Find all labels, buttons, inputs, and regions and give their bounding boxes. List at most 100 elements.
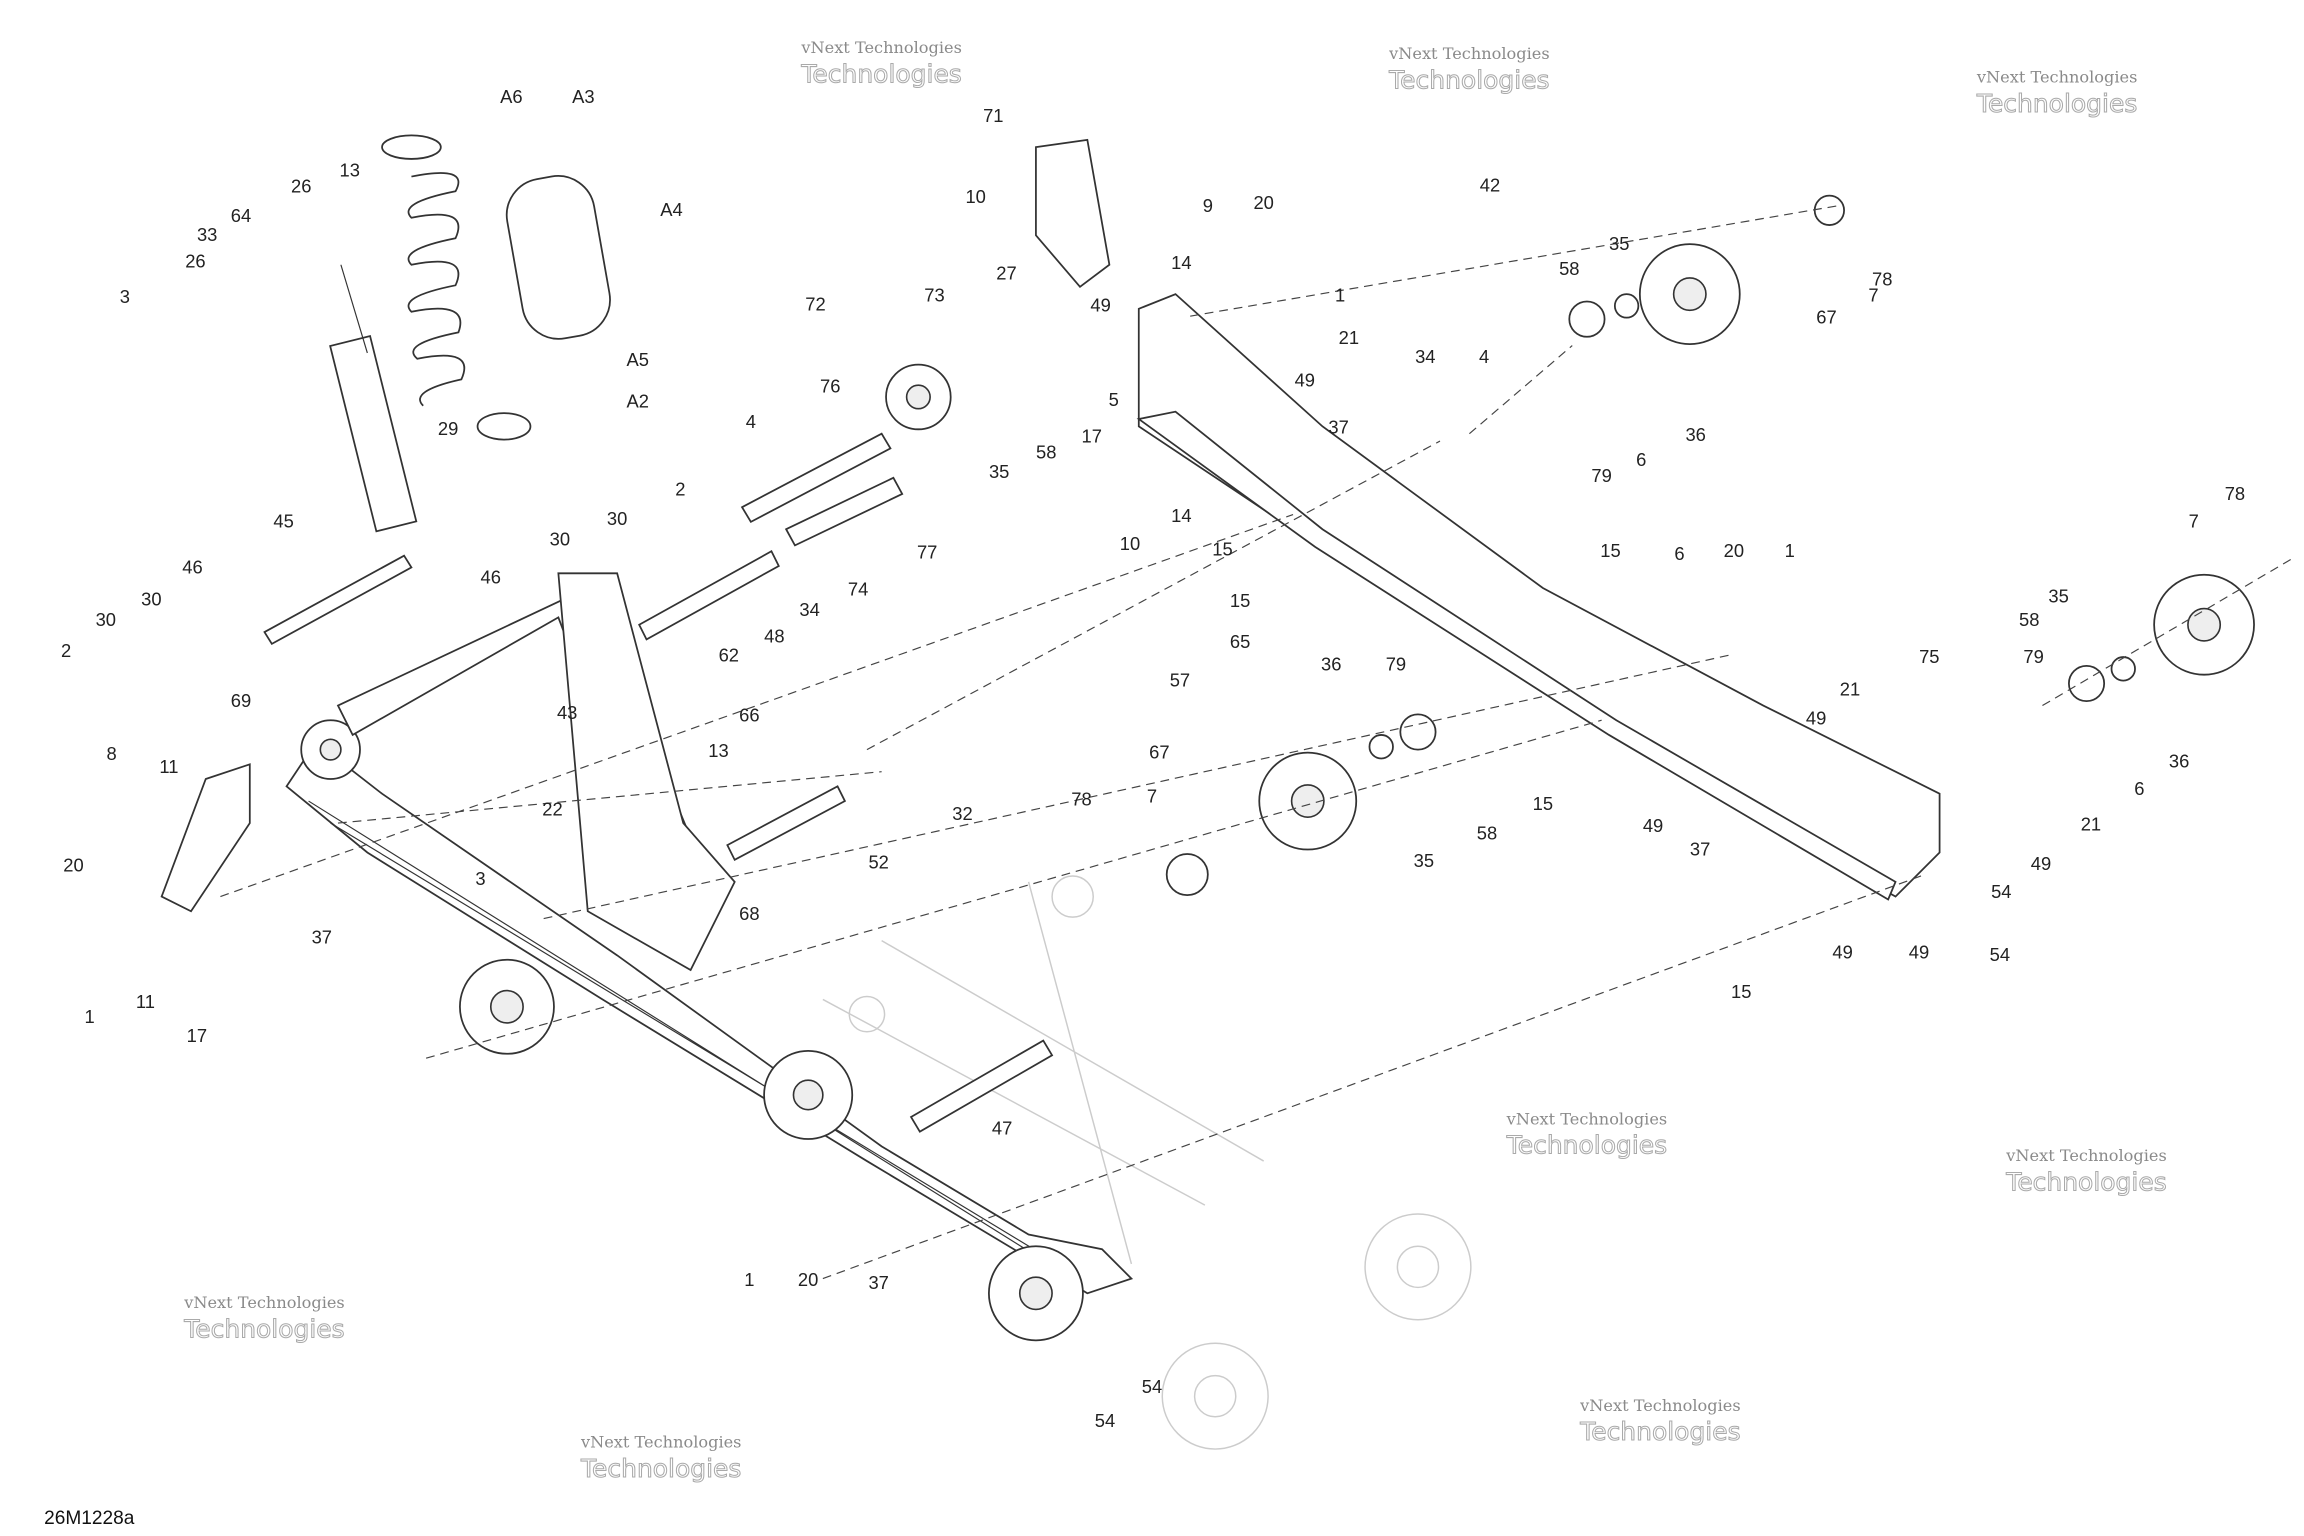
callout-label: 6 [2134,778,2144,799]
callout-label: 29 [438,418,458,439]
callout-label: 1 [1335,284,1345,305]
svg-text:vNext Technologies: vNext Technologies [580,1433,742,1452]
svg-text:Technologies: Technologies [1579,1417,1740,1446]
wheels [300,194,2255,1342]
callout-label: 13 [708,740,728,761]
callout-label: 15 [1731,981,1751,1002]
callout-label: 6 [1636,449,1646,470]
ghost-background-parts [822,875,1472,1450]
callout-label: 54 [1095,1410,1115,1431]
callout-label: 76 [820,376,840,397]
callout-label: 62 [719,644,739,665]
callout-label: 3 [120,286,130,307]
callout-label: A6 [500,86,522,107]
callout-label: 35 [1609,233,1629,254]
callout-label: 7 [1868,284,1878,305]
callout-label: 11 [136,991,155,1012]
callout-label: 49 [1806,708,1826,729]
callout-label: 79 [1386,653,1406,674]
callout-label: 78 [2225,483,2245,504]
callout-label: 10 [1120,533,1140,554]
callout-label: 43 [557,702,577,723]
callout-label: 65 [1230,631,1250,652]
callout-label: 2 [675,478,685,499]
left-rail [285,741,1134,1295]
callout-label: 42 [1480,174,1500,195]
callout-label: 48 [764,625,784,646]
callout-label: 30 [96,609,116,630]
svg-text:Technologies: Technologies [2005,1167,2166,1196]
callout-label: 21 [1840,678,1860,699]
callout-label: 71 [983,105,1003,126]
svg-text:Technologies: Technologies [580,1454,741,1483]
callout-label: 49 [1909,941,1929,962]
shaft-52 [726,785,847,862]
callout-label: 20 [1253,192,1273,213]
shaft-45 [263,554,413,646]
callout-label: 9 [1203,195,1213,216]
callout-label: 33 [197,224,217,245]
callout-label: 20 [798,1269,818,1290]
rear-arm [557,572,736,972]
callout-label: 54 [1990,944,2010,965]
callout-label: 26 [185,251,205,272]
callout-label: 77 [917,542,937,563]
callout-label: 30 [141,589,161,610]
callout-label: 17 [187,1025,207,1046]
callout-label: 1 [744,1269,754,1290]
callout-label: 37 [312,927,332,948]
bracket-69 [160,763,251,913]
svg-text:vNext Technologies: vNext Technologies [1579,1396,1741,1415]
callout-label: 73 [924,284,944,305]
callout-label: 69 [231,690,251,711]
svg-text:Technologies: Technologies [1976,89,2137,118]
callout-label: 72 [805,293,825,314]
callout-label: 11 [159,756,178,777]
callout-label: 64 [231,205,251,226]
drawing-reference-code: 26M1228a [44,1508,135,1529]
callout-label: 79 [2023,646,2043,667]
svg-text:vNext Technologies: vNext Technologies [2005,1146,2166,1165]
callout-label: 36 [2169,750,2189,771]
callout-label: 37 [1690,838,1710,859]
callout-label: 58 [1477,822,1497,843]
shaft-74 [638,550,780,641]
callout-label: 22 [542,799,562,820]
callout-label: 15 [1230,590,1250,611]
callout-label: 67 [1149,741,1169,762]
callout-label: 45 [273,511,293,532]
callout-label: 46 [481,567,501,588]
callout-label: 54 [1991,881,2011,902]
callout-label: 46 [182,556,202,577]
callout-label: 49 [1832,941,1852,962]
callout-label: 14 [1171,252,1191,273]
callout-label: 1 [1785,540,1795,561]
callout-label: 79 [1591,465,1611,486]
callout-label: 57 [1170,669,1190,690]
svg-text:vNext Technologies: vNext Technologies [183,1293,344,1312]
callout-label: 7 [1147,786,1157,807]
svg-text:Technologies: Technologies [183,1314,344,1343]
callout-label: A2 [626,390,648,411]
callout-label: 78 [1872,268,1892,289]
callout-label: 17 [1082,426,1102,447]
callout-label: 15 [1212,539,1232,560]
callout-label: 66 [739,705,759,726]
svg-text:Technologies: Technologies [800,60,961,89]
callout-label: 6 [1674,543,1684,564]
callout-label: 34 [1415,346,1435,367]
parts-drawing [160,134,2293,1342]
callout-label: 49 [2031,853,2051,874]
callout-label: 34 [799,599,819,620]
svg-text:vNext Technologies: vNext Technologies [1506,1109,1667,1128]
callout-label: 15 [1533,793,1553,814]
callout-label: 14 [1171,505,1191,526]
svg-text:vNext Technologies: vNext Technologies [1388,44,1550,63]
